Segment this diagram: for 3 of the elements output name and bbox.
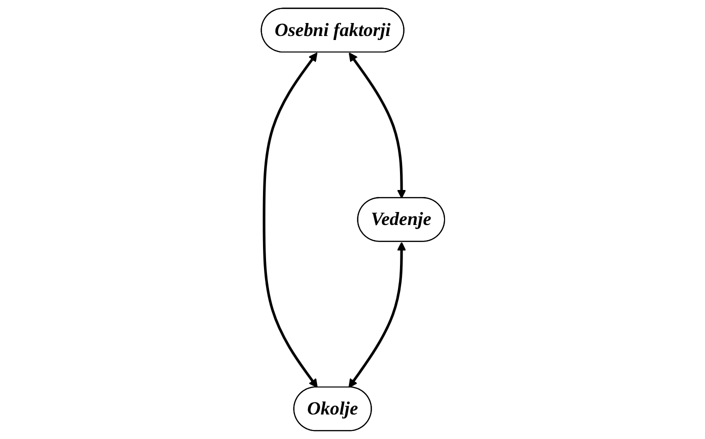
arrow — [262, 52, 318, 388]
arrow — [348, 242, 406, 388]
arrow — [348, 52, 406, 199]
